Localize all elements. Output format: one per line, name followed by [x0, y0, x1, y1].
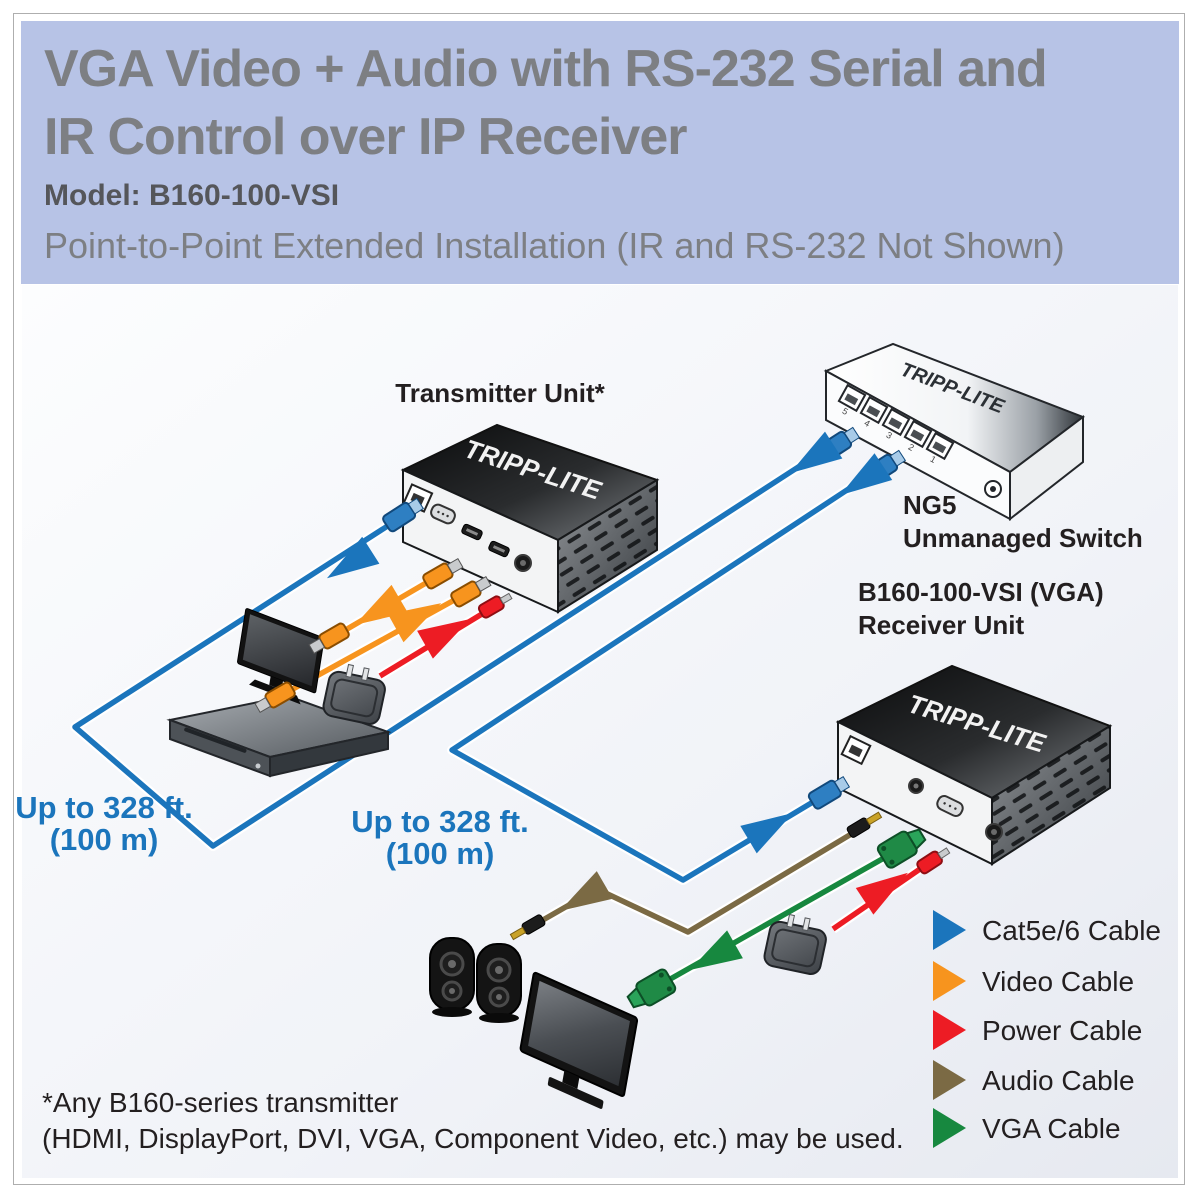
- vga-arrow-icon: [689, 930, 743, 970]
- switch-port-3: 3: [881, 407, 911, 441]
- receiver-power-jack: [985, 823, 1003, 841]
- distance-label-tx-line2: (100 m): [50, 822, 159, 857]
- receiver-unit-device: TRIPP-LITE: [835, 664, 1113, 866]
- receiver-vga-port: [936, 795, 964, 817]
- transmitter-power-jack: [514, 554, 532, 572]
- video-plug-source: [254, 681, 296, 714]
- receiver-label-line2: Receiver Unit: [858, 610, 1025, 640]
- rj45-plug-transmitter: [382, 497, 425, 533]
- transmitter-hdmi-port-1: [461, 523, 483, 541]
- legend-video-label: Video Cable: [982, 966, 1134, 997]
- switch-port-number: 2: [907, 442, 916, 453]
- rj45-plug-receiver: [807, 775, 851, 810]
- audio-cable: [519, 819, 871, 937]
- switch-port-2: 2: [903, 419, 933, 453]
- transmitter-hdmi-port-2: [488, 540, 510, 558]
- distance-label-rx-line1: Up to 328 ft.: [351, 804, 528, 839]
- legend-vga-arrow-icon: [933, 1108, 966, 1148]
- header-banner: VGA Video + Audio with RS-232 Serial and…: [21, 21, 1179, 284]
- power-plug-transmitter: [477, 592, 513, 619]
- page-title: VGA Video + Audio with RS-232 Serial and…: [44, 35, 1048, 171]
- receiver-label-line1: B160-100-VSI (VGA): [858, 577, 1104, 607]
- audio-arrow-icon: [559, 871, 613, 912]
- video-plug-transmitter-2: [450, 575, 492, 608]
- receiver-monitor: [519, 971, 639, 1109]
- cable-legend: Cat5e/6 Cable Video Cable Power Cable Au…: [933, 910, 1161, 1148]
- power-arrow-icon: [417, 619, 471, 659]
- network-switch-device: TRIPP-LITE 5 4 3 2 1: [823, 342, 1086, 522]
- video-plug-transmitter-1: [422, 557, 464, 590]
- transmitter-label: Transmitter Unit*: [395, 378, 605, 408]
- vga-connector-monitor: [626, 968, 677, 1009]
- legend-cat5-label: Cat5e/6 Cable: [982, 915, 1161, 946]
- footnote-line1: *Any B160-series transmitter: [42, 1087, 398, 1118]
- switch-power-jack: [984, 480, 1002, 498]
- distance-label-tx-line1: Up to 328 ft.: [15, 790, 192, 825]
- speaker-right: [476, 943, 522, 1023]
- legend-power-label: Power Cable: [982, 1015, 1142, 1046]
- legend-video-arrow-icon: [933, 961, 966, 1001]
- switch-port-number: 3: [885, 430, 894, 441]
- cat5-arrow-icon: [740, 812, 794, 854]
- installation-subtitle: Point-to-Point Extended Installation (IR…: [44, 225, 1065, 266]
- transmitter-power-adapter: [322, 663, 386, 726]
- speaker-left: [429, 937, 475, 1017]
- audio-plug-speakers: [509, 914, 546, 941]
- receiver-power-adapter: [763, 913, 827, 976]
- receiver-rj45-port: [840, 734, 872, 766]
- legend-vga-label: VGA Cable: [982, 1113, 1121, 1144]
- page-title-line2: IR Control over IP Receiver: [44, 108, 687, 166]
- switch-port-1: 1: [925, 431, 955, 465]
- distance-label-rx-line2: (100 m): [386, 836, 495, 871]
- cat5-arrow-icon: [326, 536, 380, 579]
- source-player-device: [166, 694, 392, 778]
- page-title-line1: VGA Video + Audio with RS-232 Serial and: [44, 40, 1048, 98]
- vga-connector-receiver: [876, 828, 927, 869]
- switch-port-number: 5: [841, 406, 850, 417]
- switch-port-number: 1: [929, 454, 938, 465]
- power-arrow-icon: [855, 872, 909, 915]
- model-number: Model: B160-100-VSI: [44, 179, 340, 212]
- cable-direction-arrows: [326, 431, 909, 970]
- video-arrow-icon: [388, 603, 442, 643]
- switch-label-line1: NG5: [903, 490, 956, 520]
- video-plug-monitor: [308, 622, 350, 655]
- switch-port-4: 4: [859, 395, 889, 429]
- switch-label-line2: Unmanaged Switch: [903, 523, 1143, 553]
- legend-power-arrow-icon: [933, 1010, 966, 1050]
- switch-port-number: 4: [863, 418, 872, 429]
- receiver-audio-jack: [908, 778, 924, 794]
- legend-audio-label: Audio Cable: [982, 1065, 1135, 1096]
- legend-audio-arrow-icon: [933, 1060, 966, 1100]
- legend-cat5-arrow-icon: [933, 910, 966, 950]
- switch-port-5: 5: [837, 383, 867, 417]
- transmitter-serial-port: [430, 503, 456, 525]
- cat5-arrow-icon: [839, 453, 893, 496]
- footnote-line2: (HDMI, DisplayPort, DVI, VGA, Component …: [42, 1123, 904, 1154]
- cat5-arrow-icon: [789, 431, 843, 474]
- audio-plug-receiver: [846, 811, 883, 838]
- power-plug-receiver: [916, 847, 951, 875]
